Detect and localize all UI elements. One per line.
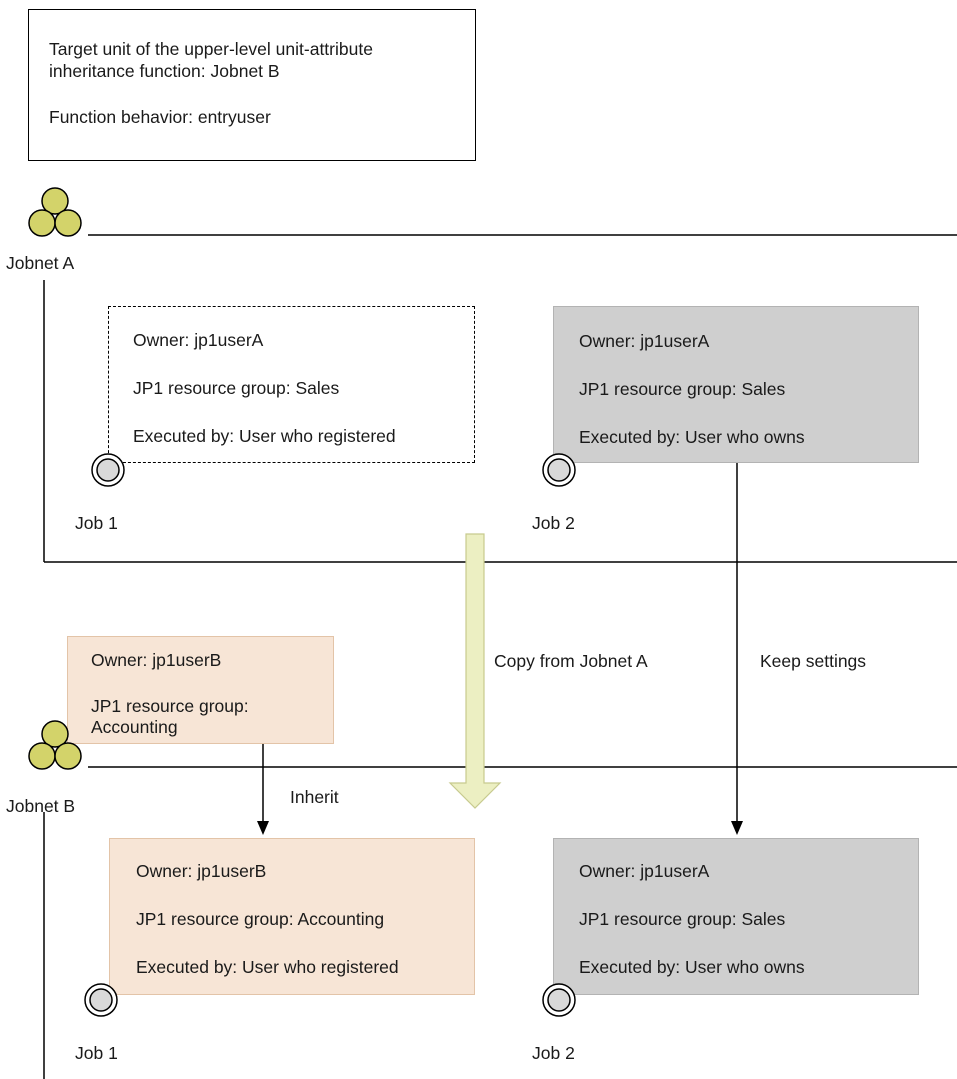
inherit-arrow-label: Inherit [290, 787, 339, 807]
executed-by-text: Executed by: User who owns [579, 957, 805, 977]
jobnet-b-job2-attributes: Owner: jp1userA JP1 resource group: Sale… [553, 838, 919, 995]
owner-text: Owner: jp1userB [91, 650, 222, 670]
resource-group-text: JP1 resource group: Accounting [136, 909, 385, 929]
jobnet-a-label: Jobnet A [6, 253, 75, 273]
resource-group-value: Accounting [91, 717, 178, 737]
function-note-box: Target unit of the upper-level unit-attr… [28, 9, 476, 161]
note-target-line1: Target unit of the upper-level unit-attr… [49, 39, 373, 59]
job2-a-label: Job 2 [532, 513, 575, 533]
job1-b-label: Job 1 [75, 1043, 118, 1063]
resource-group-text: JP1 resource group: Sales [579, 379, 786, 399]
resource-group-text: JP1 resource group: [91, 696, 249, 716]
owner-text: Owner: jp1userA [579, 331, 710, 351]
job1-b-icon [84, 983, 118, 1017]
keep-arrow-label: Keep settings [760, 651, 867, 671]
copy-arrow-label: Copy from Jobnet A [494, 651, 648, 671]
jobnet-b-icon [28, 720, 82, 770]
note-target-line2: inheritance function: Jobnet B [49, 61, 280, 81]
resource-group-text: JP1 resource group: Sales [133, 378, 340, 398]
job2-b-label: Job 2 [532, 1043, 575, 1063]
inherit-arrow-head [257, 821, 269, 835]
executed-by-text: Executed by: User who owns [579, 427, 805, 447]
jobnet-b-attributes: Owner: jp1userB JP1 resource group: Acco… [67, 636, 334, 744]
owner-text: Owner: jp1userA [133, 330, 264, 350]
jobnet-b-job1-attributes: Owner: jp1userB JP1 resource group: Acco… [109, 838, 475, 995]
job2-b-icon [542, 983, 576, 1017]
jobnet-b-label: Jobnet B [6, 796, 76, 816]
executed-by-text: Executed by: User who registered [136, 957, 399, 977]
job1-a-icon [91, 453, 125, 487]
jobnet-a-job2-attributes: Owner: jp1userA JP1 resource group: Sale… [553, 306, 919, 463]
copy-arrow [448, 533, 502, 809]
owner-text: Owner: jp1userB [136, 861, 267, 881]
job1-a-label: Job 1 [75, 513, 118, 533]
jobnet-a-icon [28, 187, 82, 237]
job2-a-icon [542, 453, 576, 487]
note-behavior: Function behavior: entryuser [49, 107, 271, 127]
resource-group-text: JP1 resource group: Sales [579, 909, 786, 929]
keep-arrow-head [731, 821, 743, 835]
executed-by-text: Executed by: User who registered [133, 426, 396, 446]
jobnet-a-job1-attributes: Owner: jp1userA JP1 resource group: Sale… [108, 306, 475, 463]
owner-text: Owner: jp1userA [579, 861, 710, 881]
